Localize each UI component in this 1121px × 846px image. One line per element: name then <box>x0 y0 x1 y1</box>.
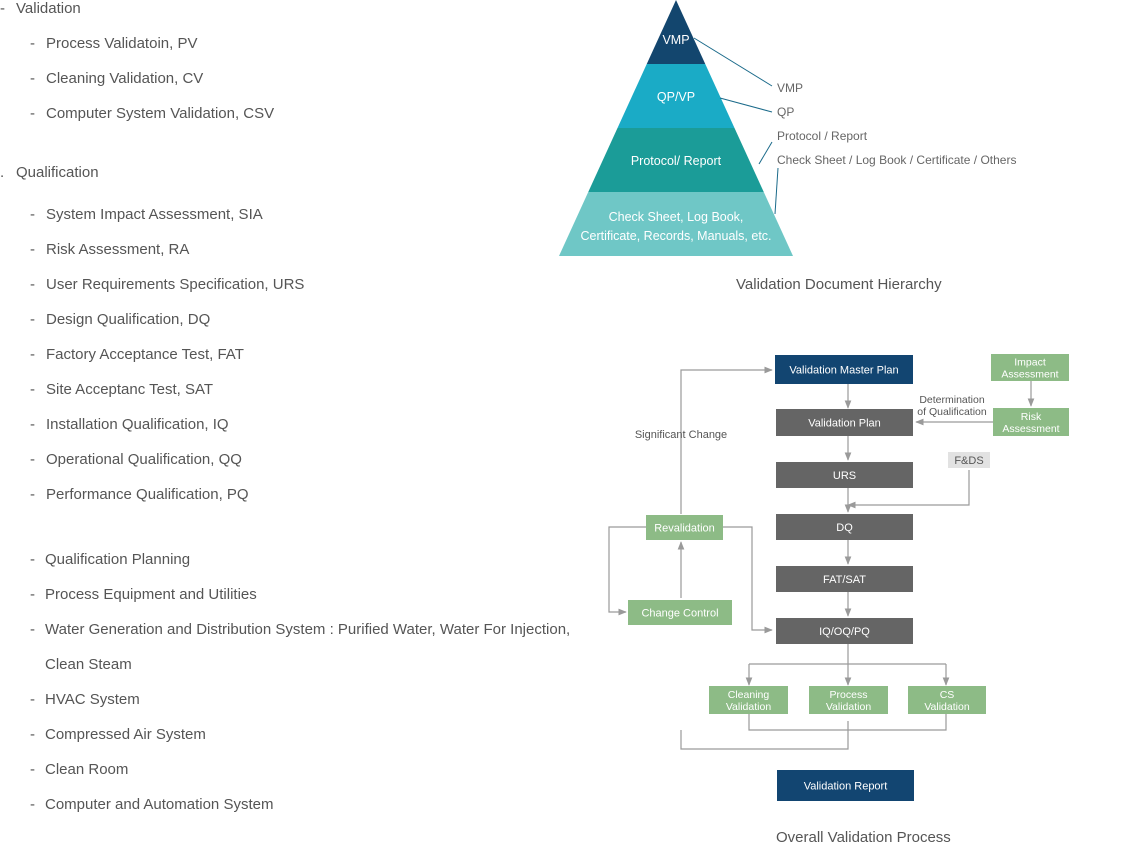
flow-node-label: Validation <box>726 701 771 713</box>
flow-connector <box>680 721 849 750</box>
flow-node-label: Process <box>830 689 868 701</box>
pyramid-leader-line <box>758 141 773 165</box>
service-list: -Validation -Process Validatoin, PV -Cle… <box>0 0 571 813</box>
pyramid-level-3 <box>559 192 793 256</box>
flow-node-vp <box>776 409 913 436</box>
flow-connector <box>748 714 947 731</box>
flow-node-label: Validation Master Plan <box>789 365 898 377</box>
pyramid-legend-item: Protocol / Report <box>777 129 868 143</box>
flow-caption: Overall Validation Process <box>776 829 951 846</box>
flow-node-label: Assessment <box>1002 423 1059 435</box>
pyramid-level-2 <box>588 128 764 192</box>
pyramid-legend-item: QP <box>777 105 794 119</box>
significant-change-label: Significant Change <box>635 429 727 441</box>
flow-node-label: Validation Plan <box>808 418 881 430</box>
flow-node-cleaning <box>709 686 788 714</box>
flow-node-impact <box>991 354 1069 381</box>
flow-node-label: Revalidation <box>654 523 715 535</box>
flow-node-fat <box>776 566 913 592</box>
pyramid-level-label: Certificate, Records, Manuals, etc. <box>580 229 771 243</box>
flow-node-label: CS <box>940 689 955 701</box>
flow-node-label: URS <box>833 470 856 482</box>
pyramid-level-0 <box>646 0 706 64</box>
flow-node-label: Change Control <box>641 608 718 620</box>
flow-node-label: Risk <box>1021 411 1042 423</box>
pyramid-leader-line <box>719 97 773 113</box>
flow-node-label: Validation <box>924 701 969 713</box>
flow-node-iq <box>776 618 913 644</box>
pyramid-level-label: Protocol/ Report <box>631 154 722 168</box>
flow-node-change <box>628 600 732 625</box>
flow-node-cs <box>908 686 986 714</box>
determination-label: Determination <box>919 394 985 406</box>
flow-connector <box>608 526 646 616</box>
pyramid-leader-line <box>693 37 773 87</box>
flow-node-label: DQ <box>836 522 853 534</box>
flow-node-label: Impact <box>1014 357 1046 369</box>
significant-change-loop <box>680 366 773 514</box>
flow-node-risk <box>993 408 1069 436</box>
flow-node-label: Validation <box>826 701 871 713</box>
flow-node-label: Validation Report <box>804 781 888 793</box>
flow-node-dq <box>776 514 913 540</box>
flow-node-label: Assessment <box>1001 369 1058 381</box>
flow-node-label: FAT/SAT <box>823 574 866 586</box>
flow-node-label: Cleaning <box>728 689 770 701</box>
pyramid-caption: Validation Document Hierarchy <box>736 276 942 293</box>
flow-node-vmp <box>775 355 913 384</box>
pyramid-level-1 <box>617 64 735 128</box>
pyramid-legend-item: VMP <box>777 81 803 95</box>
pyramid-level-label: Check Sheet, Log Book, <box>609 210 744 224</box>
pyramid-level-label: QP/VP <box>657 90 695 104</box>
pyramid-legend-item: Check Sheet / Log Book / Certificate / O… <box>777 153 1016 167</box>
pyramid-leader-line <box>774 167 779 215</box>
flow-node-label: IQ/OQ/PQ <box>819 626 870 638</box>
flow-connector <box>723 526 773 634</box>
flow-node-fds <box>948 452 990 468</box>
flow-node-process <box>809 686 888 714</box>
flow-node-label: F&DS <box>954 455 983 467</box>
flow-node-urs <box>776 462 913 488</box>
flow-node-reval <box>646 515 723 540</box>
fds-connector <box>847 470 970 509</box>
flow-node-report <box>777 770 914 801</box>
determination-label: of Qualification <box>917 406 987 418</box>
pyramid-level-label: VMP <box>662 33 689 47</box>
